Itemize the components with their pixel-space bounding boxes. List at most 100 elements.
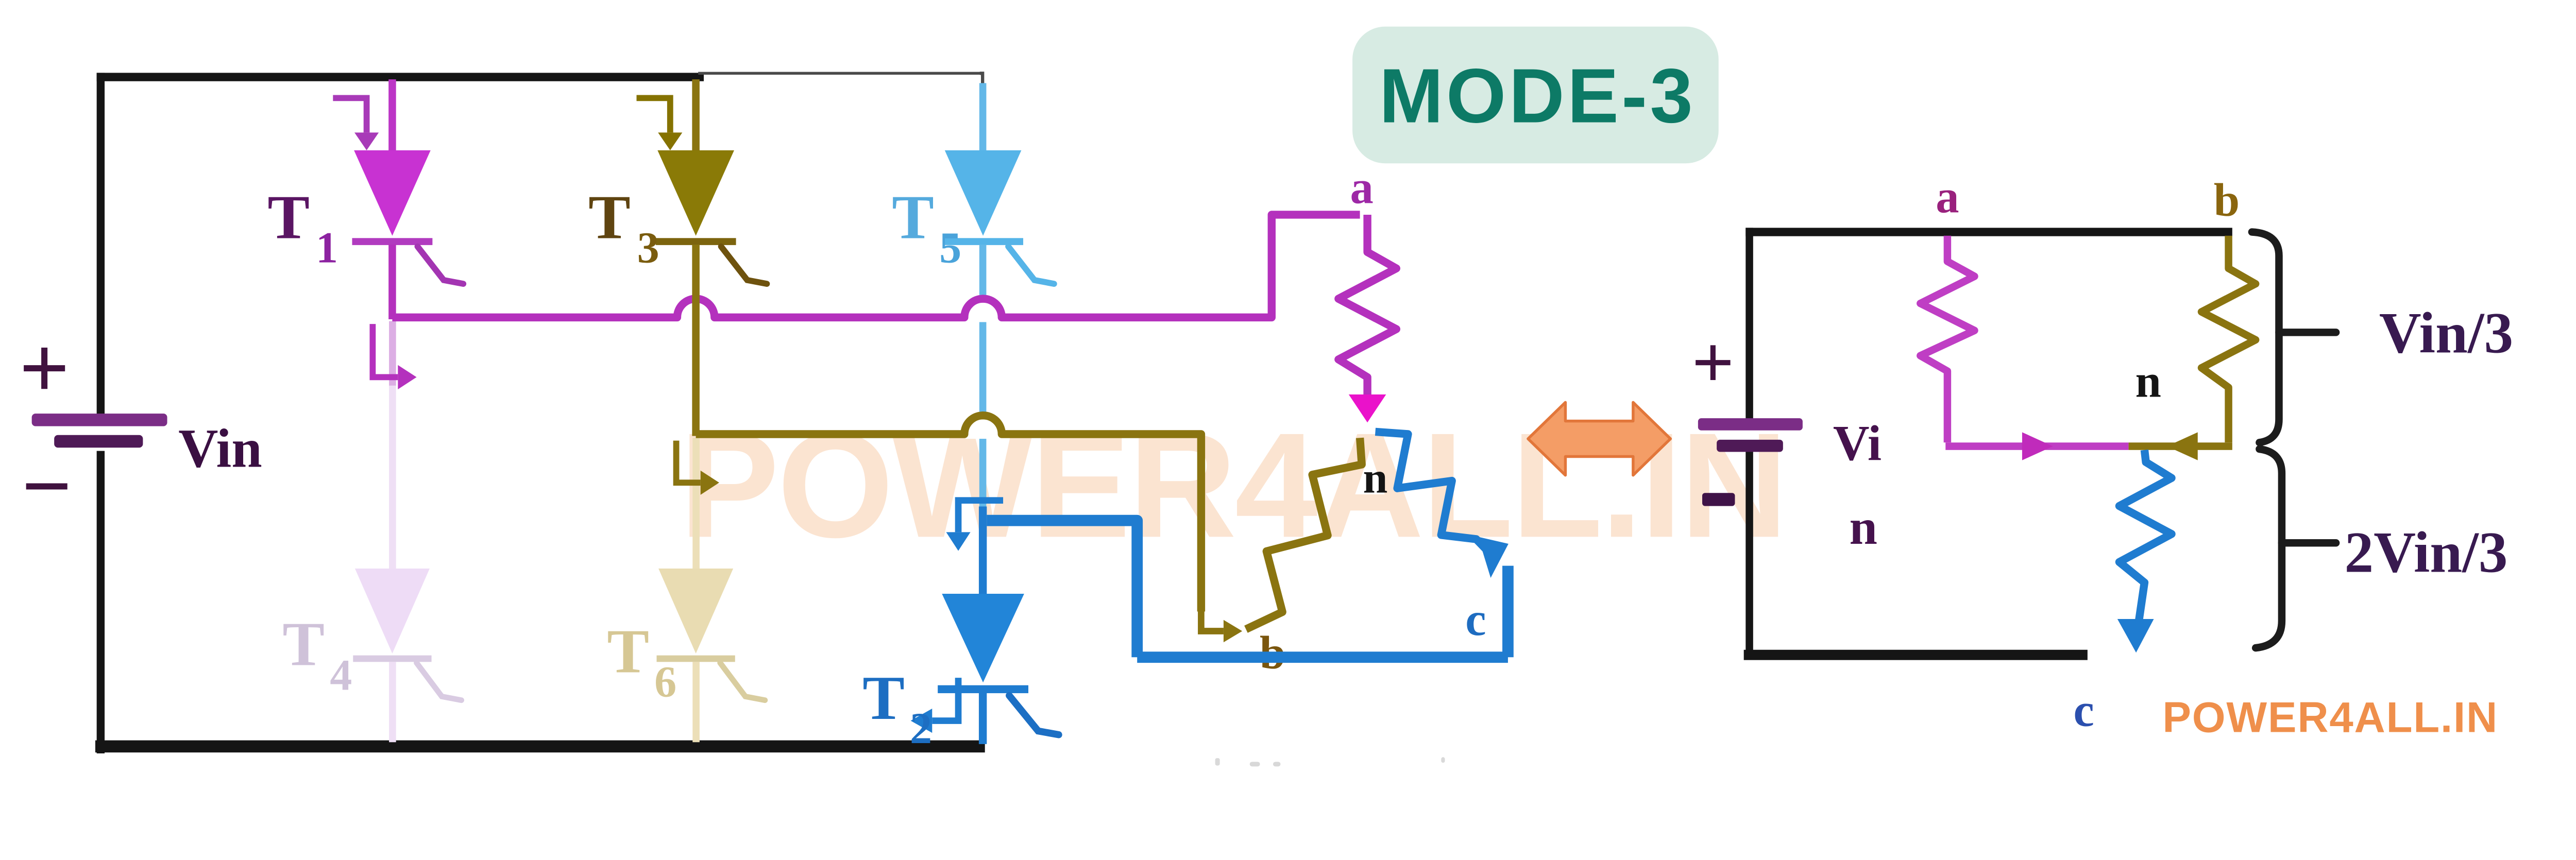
t4-anode-wire-pale (389, 385, 396, 571)
t4-thyristor-triangle (354, 569, 430, 654)
right-source-label-line2: n (1850, 500, 1877, 555)
t5-thyristor-triangle (944, 150, 1022, 236)
t3-current-arrow (673, 440, 701, 486)
circuit-figure: POWER4ALL.IN MODE-3 + − Vin T 4 T 6 (19, 26, 2514, 767)
t6-anode-wire (692, 438, 700, 571)
right-left-wire-lower (1745, 451, 1753, 659)
phase-a-bus (392, 211, 1360, 322)
voltage-label-lower: 2Vin/3 (2345, 520, 2508, 584)
bottom-bus-black (95, 740, 985, 753)
right-phase-b-arrowhead (2166, 432, 2198, 460)
t1-anode-wire (388, 79, 396, 153)
dc-source-left: + − Vin (19, 319, 262, 535)
phase-b-winding (1244, 437, 1366, 633)
t5-cathode-bar (943, 238, 1024, 245)
t2-current-arrowhead (910, 708, 933, 733)
t4-gate-lead (414, 660, 465, 703)
t6-cathode-bar (656, 655, 735, 662)
phase-a-winding (1334, 214, 1401, 423)
phase-c-winding (1375, 427, 1493, 556)
source-label-vin: Vin (178, 418, 262, 479)
t6-cathode-wire (692, 662, 700, 743)
dc-source-right: + Vi n (1692, 321, 1882, 555)
t6-gate-lead (717, 660, 768, 703)
battery-plate-long (31, 414, 167, 426)
voltage-label-upper: Vin/3 (2379, 300, 2513, 365)
right-minus-bar (1702, 493, 1735, 506)
top-bus-black (96, 73, 704, 81)
node-c-label-left: c (1465, 593, 1486, 645)
t6-branch: T 6 (607, 438, 768, 743)
t4-label-sub: 4 (330, 650, 352, 700)
right-phase-b-resistor (2197, 235, 2260, 443)
phase-b-corner-arrowhead (1223, 620, 1243, 643)
t2-thyristor-triangle (942, 593, 1024, 683)
left-frame (95, 72, 985, 754)
t2-gate-lead (1006, 692, 1062, 738)
right-battery-plate-short (1717, 439, 1783, 452)
t5-gate-lead (1005, 243, 1057, 287)
t4-cathode-bar (353, 655, 432, 662)
t4-label-main: T (282, 610, 325, 679)
t5-label-sub: 5 (939, 222, 961, 272)
t1-cathode-bar (352, 238, 433, 245)
t1-current-arrowhead (398, 365, 417, 389)
t5-anode-wire (979, 83, 987, 153)
t2-anode-wire (978, 506, 987, 596)
minus-sign: − (22, 438, 72, 536)
t6-thyristor-triangle (658, 569, 734, 654)
t5-cathode-wire (979, 244, 987, 509)
t3-current-arrowhead (700, 470, 719, 495)
right-bottom-bus (1743, 649, 2088, 660)
right-node-b-label: b (2214, 174, 2240, 226)
top-bus-gray-thin (698, 72, 984, 75)
t5-branch: T 5 (892, 72, 1057, 509)
t4-cathode-wire (389, 662, 396, 743)
t2-branch: T 2 (862, 497, 1062, 753)
right-phase-a-resistor (1917, 235, 1978, 443)
t1-gate-trigger-arrowhead (354, 132, 379, 150)
faint-specks (1215, 757, 1445, 767)
t3-gate-trigger-arrowhead (658, 132, 683, 150)
t2-cathode-wire (978, 692, 987, 744)
right-left-wire-upper (1745, 228, 1753, 419)
t3-gate-trigger-arrow (636, 95, 673, 133)
t2-label-main: T (862, 663, 905, 733)
mode-badge-background (1352, 26, 1719, 164)
t1-label-main: T (267, 182, 310, 252)
t6-label-sub: 6 (654, 657, 676, 706)
t1-branch: T 1 (267, 79, 467, 389)
t3-cathode-bar (655, 238, 736, 245)
t1-current-arrow (369, 324, 398, 381)
right-battery-plate-long (1698, 418, 1803, 431)
t1-gate-trigger-arrow (333, 95, 370, 133)
right-node-n-label: n (2135, 355, 2161, 407)
t1-thyristor-triangle (354, 150, 431, 236)
bracket-upper (2248, 228, 2283, 446)
left-wire-upper (96, 73, 105, 419)
t4-anode-wire (389, 321, 396, 387)
right-top-bus (1745, 228, 2232, 236)
t2-gate-trigger-arrow (955, 497, 1004, 532)
t2-current-arrow (932, 678, 962, 724)
t1-cathode-wire (388, 244, 396, 320)
node-n-label-left: n (1363, 453, 1388, 502)
phase-c-winding-arrowhead (1478, 537, 1509, 578)
left-wire-lower (96, 451, 105, 754)
right-plus-sign: + (1692, 321, 1735, 404)
t3-branch: T 3 (588, 79, 770, 495)
t6-label-main: T (607, 616, 649, 686)
t3-gate-lead (718, 243, 770, 287)
voltage-brackets (2248, 228, 2340, 652)
battery-plate-short (54, 435, 143, 448)
t3-anode-wire (692, 79, 700, 153)
t3-label-sub: 3 (637, 222, 659, 272)
right-phase-c-arrowhead (2117, 618, 2154, 653)
mode-badge-label: MODE-3 (1379, 53, 1696, 139)
right-node-a-label: a (1936, 170, 1959, 222)
right-phase-a-arrowhead (2022, 432, 2053, 460)
right-node-c-label: c (2073, 684, 2094, 736)
plus-sign: + (19, 319, 70, 417)
t5-label-main: T (892, 182, 934, 252)
brand-text: POWER4ALL.IN (2162, 693, 2498, 741)
